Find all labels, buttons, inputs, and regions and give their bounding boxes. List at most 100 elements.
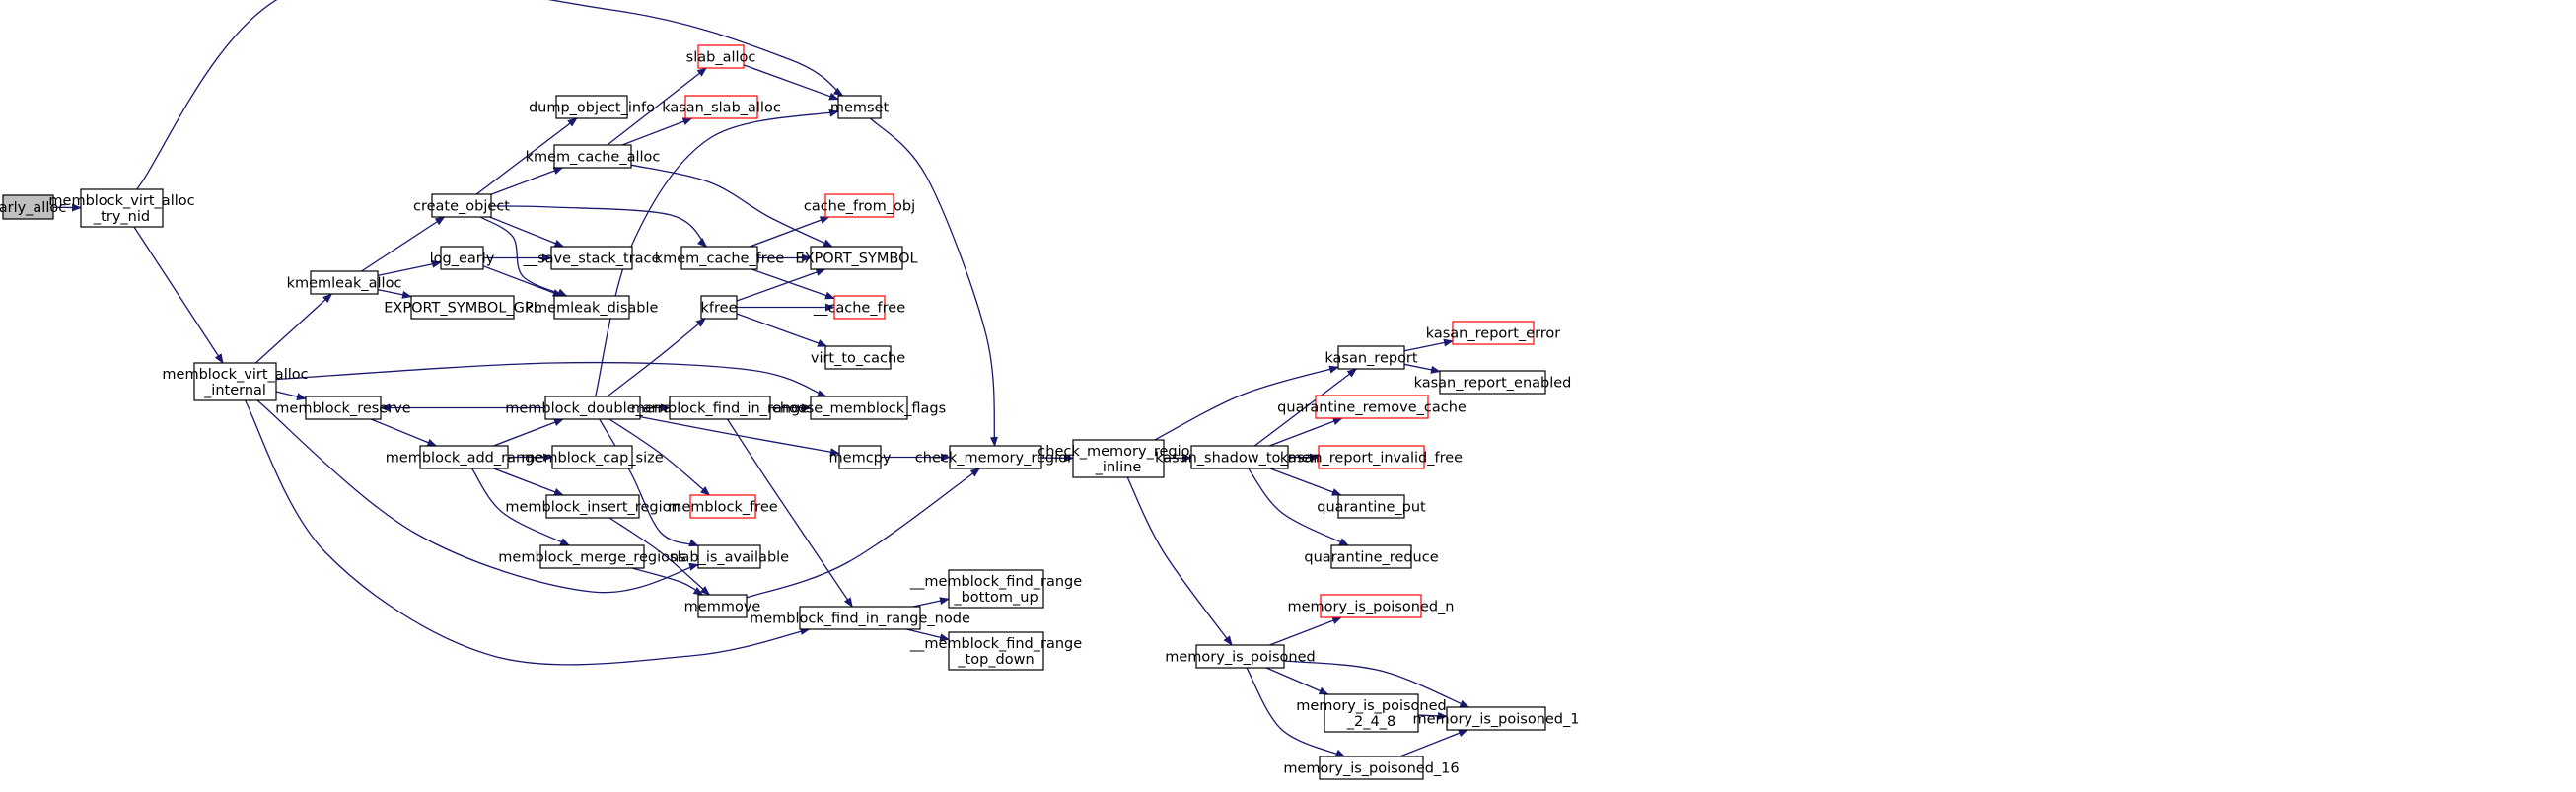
node-label: quarantine_reduce: [1304, 550, 1438, 566]
node-label: memset: [830, 101, 890, 116]
node-box: [838, 445, 882, 469]
node-memmove[interactable]: memmove: [684, 594, 761, 618]
node-memblock_double_array[interactable]: memblock_double_array: [505, 396, 680, 420]
node-memblock_reserve[interactable]: memblock_reserve: [275, 396, 411, 420]
node-__cache_free[interactable]: __cache_free: [813, 295, 905, 320]
node-slab_is_available[interactable]: slab_is_available: [670, 544, 789, 569]
node-kmemleak_disable[interactable]: kmemleak_disable: [526, 295, 659, 320]
node-memory_is_poisoned_1[interactable]: memory_is_poisoned_1: [1413, 706, 1580, 731]
node-label: memcpy: [829, 451, 892, 467]
node-__memblock_find_range_bottom_up[interactable]: __memblock_find_range_bottom_up: [909, 569, 1082, 609]
node-label: early_alloc: [0, 200, 66, 216]
node-kmem_cache_alloc[interactable]: kmem_cache_alloc: [526, 144, 661, 169]
node-box: [1324, 693, 1419, 733]
node-kasan_report[interactable]: kasan_report: [1324, 345, 1418, 370]
node-box: [824, 345, 892, 370]
node-box: [697, 594, 748, 618]
node-kasan_report_invalid_free[interactable]: kasan_report_invalid_free: [1280, 445, 1463, 469]
node-box: [555, 95, 628, 119]
node-slab_alloc[interactable]: slab_alloc: [686, 44, 756, 69]
edge-check_memory_region_inline-to-kasan_report: [1154, 365, 1339, 441]
node-log_early[interactable]: log_early: [430, 246, 495, 270]
node-create_object[interactable]: create_object: [413, 193, 510, 218]
edge-memblock_virt_alloc_internal-to-kmemleak_alloc: [254, 293, 333, 364]
edges-layer: [52, 0, 1470, 757]
node-kfree[interactable]: kfree: [700, 295, 738, 320]
node-check_memory_region[interactable]: check_memory_region: [915, 445, 1076, 469]
node-memblock_virt_alloc_try_nid[interactable]: memblock_virt_alloc_try_nid: [48, 188, 195, 228]
node-label: memory_is_poisoned_1: [1413, 712, 1580, 728]
edge-log_early-to-kmemleak_disable: [482, 265, 563, 297]
node-label: __cache_free: [813, 301, 905, 317]
node-label: kasan_report_error: [1426, 326, 1561, 342]
node-check_memory_region_inline[interactable]: check_memory_region_inline: [1038, 439, 1199, 478]
edge-memblock_insert_region-to-memmove: [608, 517, 711, 596]
node-box: [1446, 706, 1546, 731]
node-kasan_slab_alloc[interactable]: kasan_slab_alloc: [662, 95, 781, 119]
edge-memblock_reserve-to-memblock_add_range: [370, 418, 438, 447]
node-label: kasan_report_enabled: [1414, 376, 1572, 392]
node-memblock_cap_size[interactable]: memblock_cap_size: [521, 445, 664, 469]
node-memory_is_poisoned_n[interactable]: memory_is_poisoned_n: [1288, 594, 1455, 618]
node-label: memblock_insert_region: [505, 500, 680, 516]
node-early_alloc[interactable]: early_alloc: [0, 194, 66, 220]
node-box: [544, 396, 641, 420]
node-box: [80, 188, 164, 228]
node-box: [689, 494, 756, 519]
node-label: memblock_free: [668, 500, 778, 516]
node-label: kasan_shadow_to_mem: [1155, 451, 1324, 467]
node-memblock_find_in_range_node[interactable]: memblock_find_in_range_node: [750, 606, 970, 630]
node-box: [810, 246, 903, 270]
node-box: [799, 606, 921, 630]
edge-create_object-to-dump_object_info: [475, 117, 578, 195]
node-memblock_add_range[interactable]: memblock_add_range: [386, 445, 543, 469]
node-memory_is_poisoned[interactable]: memory_is_poisoned: [1165, 644, 1316, 669]
edge-memblock_double_array-to-slab_is_available: [599, 418, 699, 547]
node-dump_object_info[interactable]: dump_object_info: [529, 95, 655, 119]
edge-memory_is_poisoned_16-to-memory_is_poisoned_1: [1399, 729, 1468, 757]
node-label: quarantine_remove_cache: [1277, 400, 1467, 416]
edge-memblock_add_range-to-memblock_double_array: [493, 418, 564, 447]
node-memory_is_poisoned_16[interactable]: memory_is_poisoned_16: [1283, 756, 1460, 780]
node-label: cache_from_obj: [804, 199, 915, 215]
node-box: [1337, 494, 1405, 519]
node-choose_memblock_flags[interactable]: choose_memblock_flags: [772, 396, 946, 420]
node-box: [948, 569, 1044, 609]
edge-check_memory_region_inline-to-memory_is_poisoned: [1126, 476, 1233, 646]
node-EXPORT_SYMBOL[interactable]: EXPORT_SYMBOL: [795, 246, 918, 270]
edge-kmemleak_alloc-to-create_object: [361, 216, 446, 272]
node-kasan_shadow_to_mem[interactable]: kasan_shadow_to_mem: [1155, 445, 1324, 469]
node-quarantine_reduce[interactable]: quarantine_reduce: [1304, 544, 1439, 569]
edge-create_object-to-kmem_cache_alloc: [490, 167, 564, 195]
node-kasan_report_error[interactable]: kasan_report_error: [1426, 321, 1561, 345]
node-__save_stack_trace[interactable]: __save_stack_trace: [523, 246, 661, 270]
node-quarantine_remove_cache[interactable]: quarantine_remove_cache: [1277, 395, 1467, 419]
node-virt_to_cache[interactable]: virt_to_cache: [811, 345, 905, 370]
node-label: kmem_cache_free: [655, 252, 785, 267]
node-memblock_virt_alloc_internal[interactable]: memblock_virt_alloc_internal: [162, 362, 309, 401]
node-memblock_find_in_range[interactable]: memblock_find_in_range: [631, 396, 809, 420]
node-box: [833, 295, 886, 320]
node-cache_from_obj[interactable]: cache_from_obj: [804, 193, 915, 218]
edge-memblock_add_range-to-memblock_insert_region: [493, 468, 564, 496]
node-memblock_merge_regions[interactable]: memblock_merge_regions: [498, 544, 686, 569]
node-quarantine_put[interactable]: quarantine_put: [1317, 494, 1426, 519]
edge-kmem_cache_free-to-__cache_free: [751, 268, 835, 300]
node-box: [700, 295, 738, 320]
node-label: kmem_cache_alloc: [526, 150, 661, 166]
node-label: memblock_merge_regions: [498, 550, 685, 566]
node-memblock_free[interactable]: memblock_free: [668, 494, 778, 519]
node-kmem_cache_free[interactable]: kmem_cache_free: [655, 246, 785, 270]
node-memory_is_poisoned_2_4_8[interactable]: memory_is_poisoned_2_4_8: [1296, 693, 1447, 733]
node-kmemleak_alloc[interactable]: kmemleak_alloc: [287, 270, 402, 295]
node-memset[interactable]: memset: [830, 95, 890, 119]
node-EXPORT_SYMBOL_GPL[interactable]: EXPORT_SYMBOL_GPL: [384, 295, 541, 320]
node-kasan_report_enabled[interactable]: kasan_report_enabled: [1414, 370, 1572, 395]
edge-kasan_shadow_to_mem-to-quarantine_remove_cache: [1268, 417, 1343, 447]
node-__memblock_find_range_top_down[interactable]: __memblock_find_range_top_down: [909, 631, 1082, 671]
node-label: kmemleak_alloc: [287, 276, 402, 292]
node-memblock_insert_region[interactable]: memblock_insert_region: [505, 494, 680, 519]
node-box: [824, 193, 894, 218]
node-label: memory_is_poisoned_16: [1283, 761, 1459, 777]
node-memcpy[interactable]: memcpy: [829, 445, 892, 469]
